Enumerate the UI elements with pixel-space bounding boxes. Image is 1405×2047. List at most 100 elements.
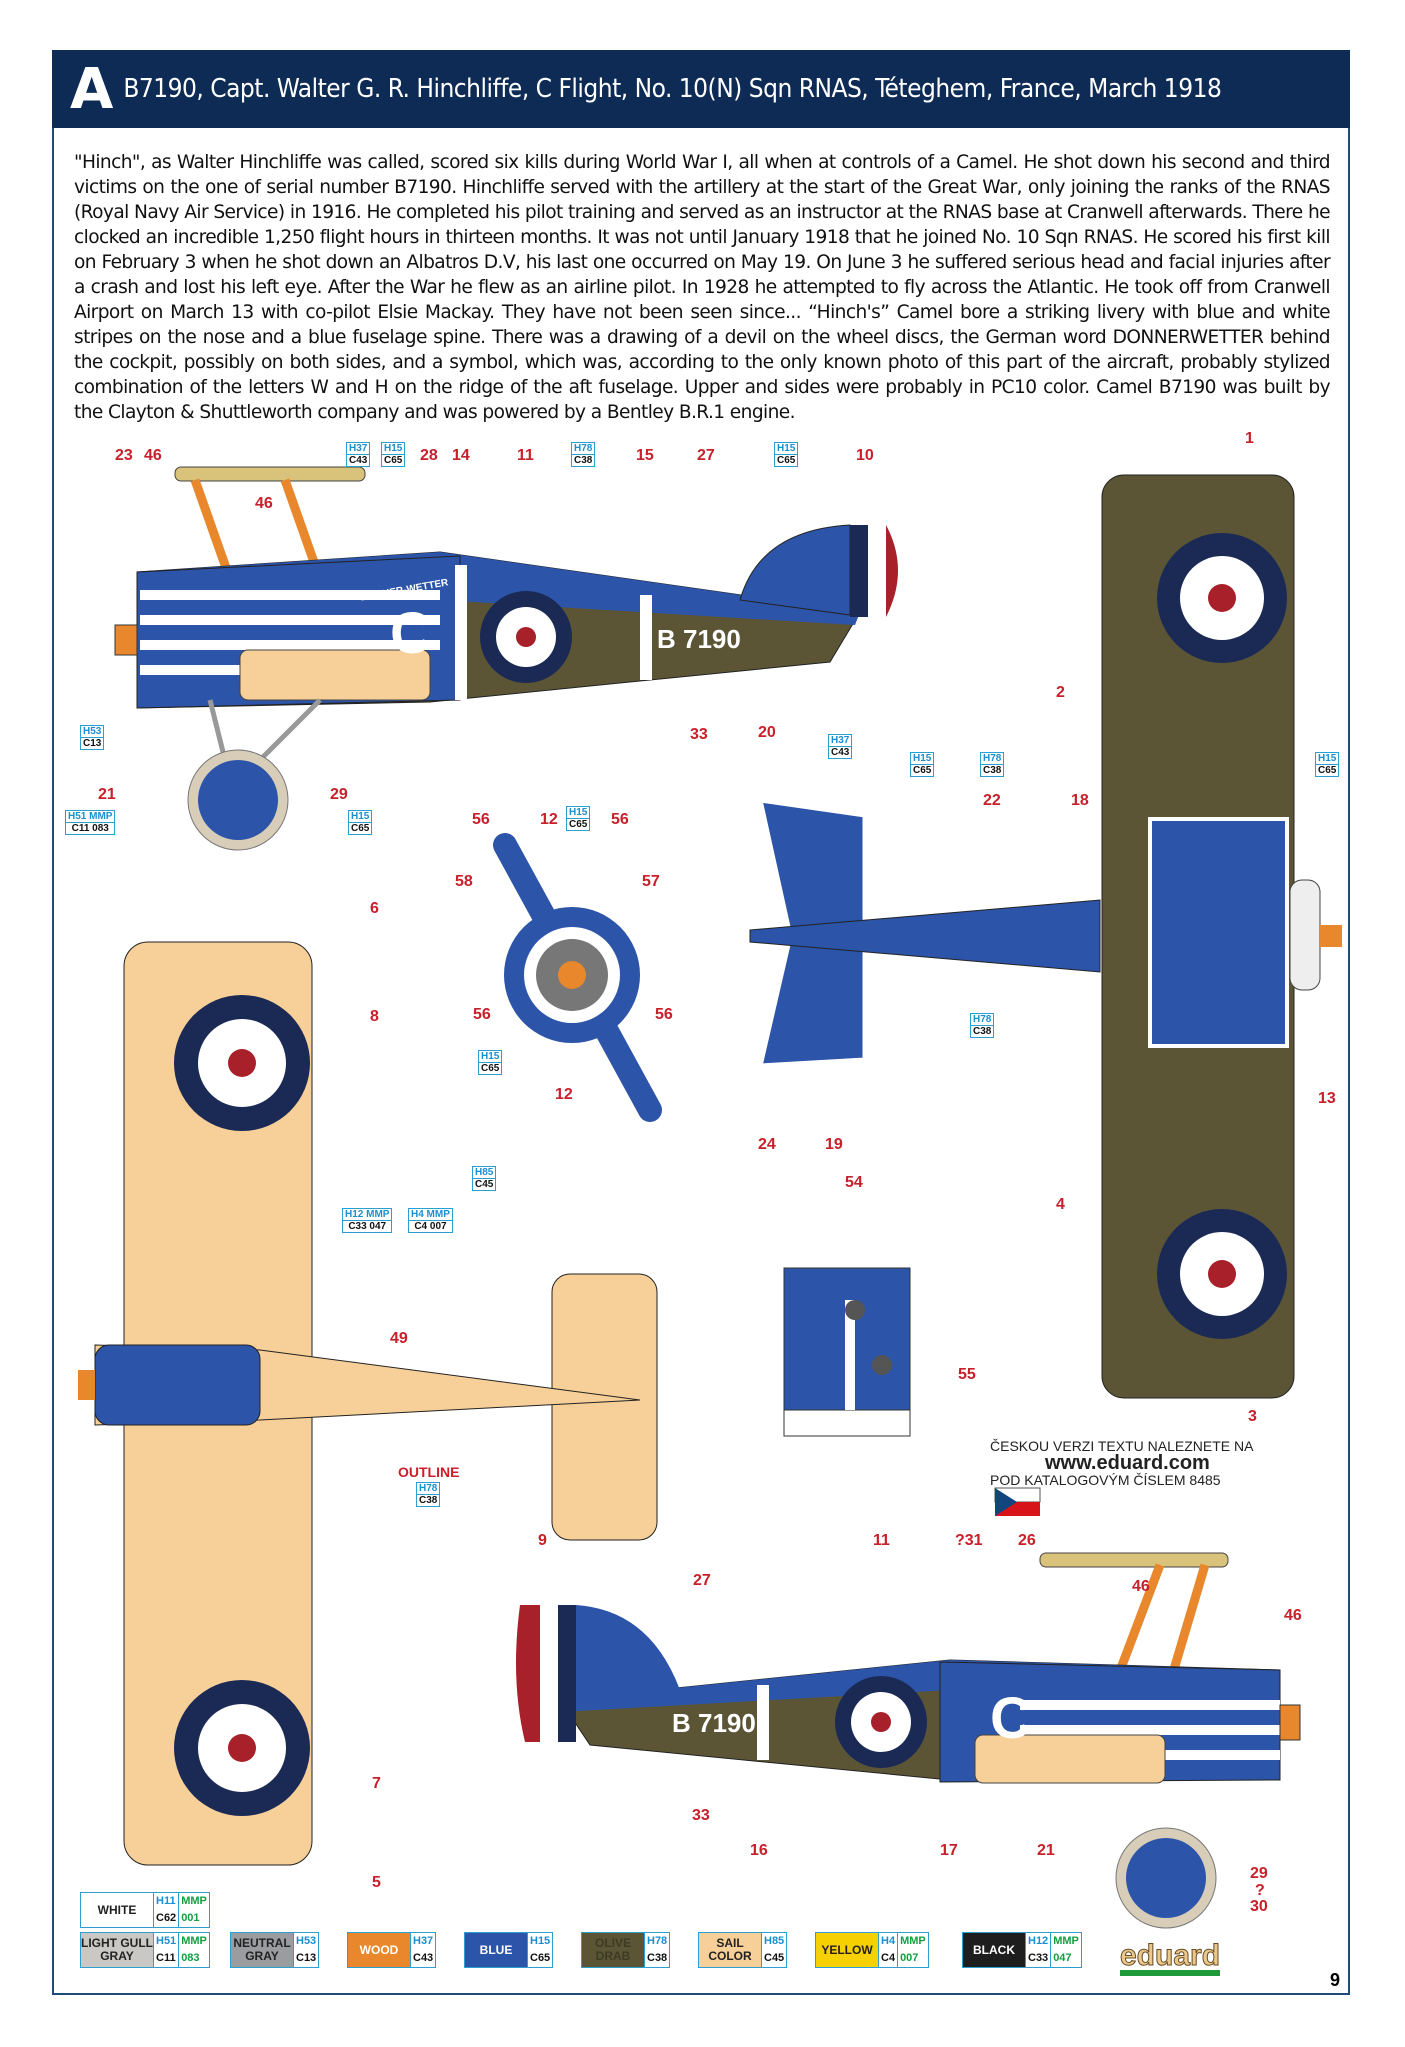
legend-code: C65 — [527, 1950, 552, 1967]
czech-note: ČESKOU VERZI TEXTU NALEZNETE NA www.edua… — [990, 1438, 1290, 1488]
callout: ?31 — [955, 1532, 983, 1549]
callout: 8 — [370, 1008, 379, 1025]
callout: 1 — [1245, 430, 1254, 447]
callout: 56 — [611, 811, 629, 828]
callout: 15 — [636, 447, 654, 464]
callout: 56 — [655, 1006, 673, 1023]
profile-letter: A — [70, 56, 114, 122]
legend-swatch: WHITE — [81, 1893, 153, 1927]
callout: 46 — [144, 447, 162, 464]
callout: 4 — [1056, 1196, 1065, 1213]
legend-code: 001 — [178, 1910, 209, 1927]
callout: 17 — [940, 1842, 958, 1859]
callout: 27 — [697, 447, 715, 464]
aircraft-serial-left: B 7190 — [657, 624, 741, 654]
note-line-1: ČESKOU VERZI TEXTU NALEZNETE NA — [990, 1438, 1254, 1454]
legend-code: C13 — [293, 1950, 318, 1967]
legend-swatch: LIGHT GULL GRAY — [81, 1933, 153, 1967]
callout: 24 — [758, 1136, 776, 1153]
legend-code: C11 — [153, 1950, 178, 1967]
legend-swatch: YELLOW — [816, 1933, 878, 1967]
legend-code: H11 — [153, 1893, 178, 1910]
legend-code: H12 — [1025, 1933, 1050, 1950]
legend-name: LIGHT GULL GRAY — [81, 1936, 153, 1963]
legend-code: MMP — [178, 1933, 209, 1950]
eduard-logo: eduard — [1119, 1940, 1221, 1976]
callout: 55 — [958, 1366, 976, 1383]
aircraft-letter-right: C — [990, 1686, 1032, 1751]
legend-name: SAIL COLOR — [708, 1936, 752, 1963]
legend-name: BLUE — [479, 1942, 513, 1957]
note-url[interactable]: www.eduard.com — [1045, 1452, 1210, 1474]
callout: 20 — [758, 724, 776, 741]
legend-code: MMP — [178, 1893, 209, 1910]
legend-code: C38 — [644, 1950, 669, 1967]
callout: 33 — [690, 726, 708, 743]
top-view — [749, 474, 1342, 1399]
callout: ? — [1255, 1882, 1265, 1899]
description-text: "Hinch", as Walter Hinchliffe was called… — [74, 152, 1331, 423]
callout: 54 — [845, 1174, 863, 1191]
callout: 21 — [98, 786, 116, 803]
callout: 11 — [873, 1532, 890, 1549]
legend-code: H85 — [761, 1933, 786, 1950]
callout: 46 — [255, 495, 273, 512]
legend-swatch: WOOD — [348, 1933, 410, 1967]
callout: 5 — [372, 1874, 381, 1891]
callout: 16 — [750, 1842, 768, 1859]
callout: 19 — [825, 1136, 843, 1153]
callout: 46 — [1284, 1607, 1302, 1624]
callout: 56 — [472, 811, 490, 828]
callout: 3 — [1248, 1408, 1257, 1425]
bottom-view — [78, 941, 658, 1866]
callout: 57 — [642, 873, 660, 890]
callout: 21 — [1037, 1842, 1055, 1859]
callout: 33 — [692, 1807, 710, 1824]
legend-code: H78 — [644, 1933, 669, 1950]
legend-name: WHITE — [97, 1902, 137, 1917]
legend-code: 047 — [1050, 1950, 1081, 1967]
callout: 10 — [856, 447, 874, 464]
legend-code: C45 — [761, 1950, 786, 1967]
callout: 58 — [455, 873, 473, 890]
callout: 27 — [693, 1572, 711, 1589]
callout: 13 — [1318, 1090, 1336, 1107]
callout: 11 — [517, 447, 534, 464]
callout: 23 — [115, 447, 133, 464]
czech-flag — [994, 1487, 1041, 1516]
callout: 30 — [1250, 1898, 1268, 1915]
legend-swatch: BLUE — [465, 1933, 527, 1967]
legend-name: OLIVE DRAB — [594, 1936, 631, 1963]
legend-swatch: OLIVE DRAB — [582, 1933, 644, 1967]
page-number: 9 — [1330, 1970, 1341, 1990]
legend-code: 083 — [178, 1950, 209, 1967]
legend-code: MMP — [1050, 1933, 1081, 1950]
callout: 29 — [1250, 1865, 1268, 1882]
